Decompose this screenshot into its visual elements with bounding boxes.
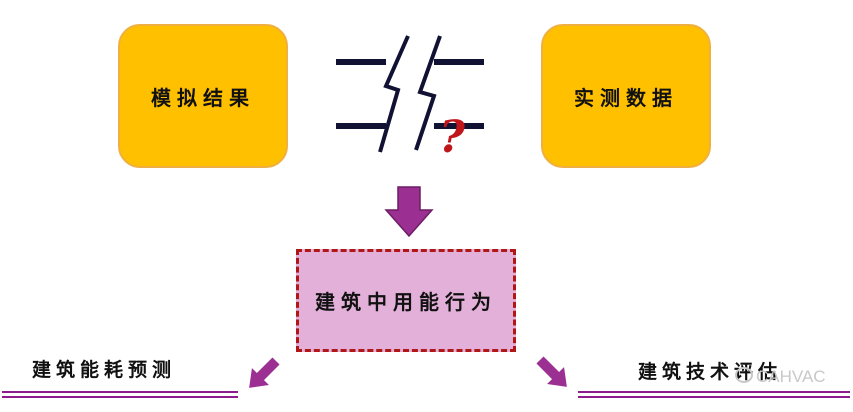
watermark: CAHVAC xyxy=(735,367,826,387)
building-energy-behavior-box: 建筑中用能行为 xyxy=(296,249,516,352)
break-marks xyxy=(378,35,442,153)
right-diagonal-arrow xyxy=(536,356,567,387)
right-break-line xyxy=(414,35,442,151)
watermark-text: CAHVAC xyxy=(756,367,826,386)
building-energy-behavior-label: 建筑中用能行为 xyxy=(315,290,497,314)
question-mark: ? xyxy=(439,112,466,163)
simulation-result-label: 模拟结果 xyxy=(151,85,255,110)
not-equal-symbol xyxy=(336,59,484,129)
right-underline xyxy=(578,391,850,398)
measured-data-box: 实测数据 xyxy=(541,24,711,168)
measured-data-label: 实测数据 xyxy=(574,85,678,110)
left-underline xyxy=(2,391,238,398)
chat-bubble-icon xyxy=(735,367,753,383)
left-diagonal-arrow xyxy=(249,357,280,388)
simulation-result-box: 模拟结果 xyxy=(118,24,288,168)
left-break-line xyxy=(378,35,410,153)
energy-prediction-label: 建筑能耗预测 xyxy=(32,359,177,381)
down-arrow xyxy=(384,186,434,238)
